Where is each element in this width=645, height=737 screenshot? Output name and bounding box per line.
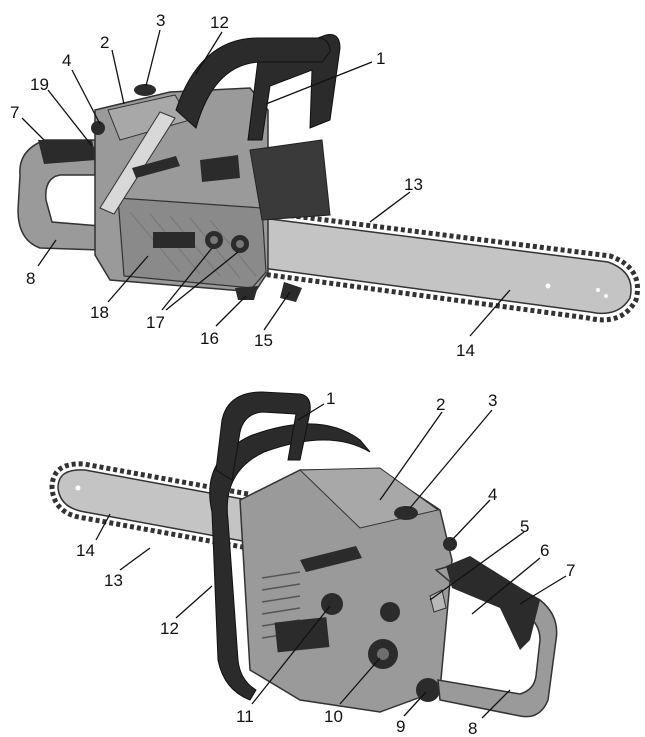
- top-callout-19: 19: [30, 75, 49, 94]
- top-callout-12: 12: [210, 13, 229, 32]
- bottom-callout-9: 9: [396, 717, 405, 736]
- bottom-callout-6: 6: [540, 541, 549, 560]
- top-callout-14: 14: [456, 341, 475, 360]
- bottom-front-handle: [209, 391, 371, 701]
- top-callout-15: 15: [254, 331, 273, 350]
- bottom-callout-11: 11: [236, 707, 254, 726]
- bottom-chainsaw-illustration: [49, 391, 558, 718]
- bottom-callout-4: 4: [488, 485, 497, 504]
- bottom-callout-numbers: 1 2 3 4 5 6 7 8 9 10 11 12 13 14: [76, 389, 575, 737]
- top-callout-2: 2: [100, 33, 109, 52]
- bottom-guide-bar: [49, 461, 249, 551]
- top-callout-8: 8: [26, 269, 35, 288]
- top-callout-13: 13: [404, 175, 423, 194]
- bottom-engine-body: [239, 467, 457, 713]
- bottom-callout-14: 14: [76, 541, 95, 560]
- bottom-callout-7: 7: [566, 561, 575, 580]
- bottom-callout-12: 12: [160, 619, 179, 638]
- top-rear-handle: [17, 139, 101, 251]
- top-callout-17: 17: [146, 313, 165, 332]
- top-callout-numbers: 1 2 3 4 7 8 12 13 14 15 16 17 18 19: [10, 11, 475, 360]
- bottom-rear-handle: [429, 556, 558, 718]
- bottom-callout-10: 10: [324, 707, 343, 726]
- top-callout-3: 3: [156, 11, 165, 30]
- top-guide-bar: [261, 209, 640, 323]
- top-leader-lines: [21, 29, 511, 337]
- top-callout-16: 16: [200, 329, 219, 348]
- bottom-callout-8: 8: [468, 719, 477, 737]
- top-callout-7: 7: [10, 103, 19, 122]
- bottom-callout-5: 5: [520, 517, 529, 536]
- top-chainsaw-illustration: [17, 34, 640, 323]
- top-callout-4: 4: [62, 51, 71, 70]
- bottom-leader-lines: [95, 403, 567, 719]
- bottom-callout-13: 13: [104, 571, 123, 590]
- bottom-callout-2: 2: [436, 395, 445, 414]
- top-callout-18: 18: [90, 303, 109, 322]
- bottom-callout-1: 1: [326, 389, 335, 408]
- top-callout-1: 1: [376, 49, 385, 68]
- top-engine-body: [85, 34, 341, 302]
- bottom-callout-3: 3: [488, 391, 497, 410]
